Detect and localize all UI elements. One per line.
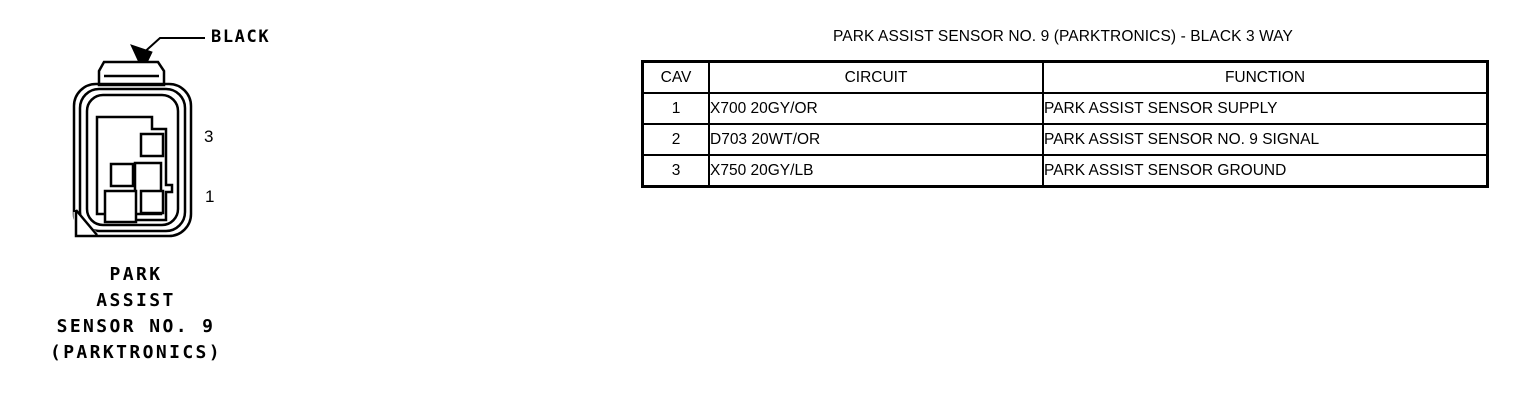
table-row: 1 X700 20GY/OR PARK ASSIST SENSOR SUPPLY (641, 92, 1489, 125)
connector-corner-notch (73, 209, 101, 239)
cell-cav: 3 (641, 154, 710, 188)
cell-function: PARK ASSIST SENSOR GROUND (1042, 154, 1489, 188)
cavity-square-lower-right (139, 189, 165, 215)
terminal-cavities (103, 132, 165, 224)
connector-figure: BLACK 3 1 PARK ASSIST SENSOR NO. 9 (PARK… (0, 0, 310, 412)
cavity-square-lower-left (103, 189, 138, 224)
table-header-row: CAV CIRCUIT FUNCTION (641, 60, 1489, 94)
cavity-square-top-right (139, 132, 165, 158)
callout-label-black: BLACK (211, 27, 271, 47)
column-header-cav: CAV (641, 60, 710, 94)
caption-line-2: ASSIST (96, 290, 176, 311)
cell-circuit: X750 20GY/LB (708, 154, 1044, 188)
cell-function: PARK ASSIST SENSOR NO. 9 SIGNAL (1042, 123, 1489, 156)
table-row: 3 X750 20GY/LB PARK ASSIST SENSOR GROUND (641, 154, 1489, 188)
pin-label-1: 1 (205, 187, 215, 206)
cell-cav: 2 (641, 123, 710, 156)
pinout-block: PARK ASSIST SENSOR NO. 9 (PARKTRONICS) -… (639, 28, 1489, 188)
cavity-square-left-mid (109, 162, 135, 188)
pinout-table: CAV CIRCUIT FUNCTION 1 X700 20GY/OR PARK… (641, 60, 1489, 188)
table-row: 2 D703 20WT/OR PARK ASSIST SENSOR NO. 9 … (641, 123, 1489, 156)
column-header-function: FUNCTION (1042, 60, 1489, 94)
pin-label-3: 3 (204, 127, 214, 146)
connector-caption: PARK ASSIST SENSOR NO. 9 (PARKTRONICS) (0, 262, 272, 366)
connector-latch (97, 60, 166, 87)
pinout-table-title: PARK ASSIST SENSOR NO. 9 (PARKTRONICS) -… (833, 28, 1293, 45)
column-header-circuit: CIRCUIT (708, 60, 1044, 94)
caption-line-4: (PARKTRONICS) (49, 342, 223, 363)
cell-cav: 1 (641, 92, 710, 125)
cell-circuit: D703 20WT/OR (708, 123, 1044, 156)
connector-shell (72, 82, 193, 238)
cell-function: PARK ASSIST SENSOR SUPPLY (1042, 92, 1489, 125)
caption-line-1: PARK (109, 264, 163, 285)
connector-drawing (72, 37, 205, 239)
caption-line-3: SENSOR NO. 9 (56, 316, 216, 337)
cell-circuit: X700 20GY/OR (708, 92, 1044, 125)
